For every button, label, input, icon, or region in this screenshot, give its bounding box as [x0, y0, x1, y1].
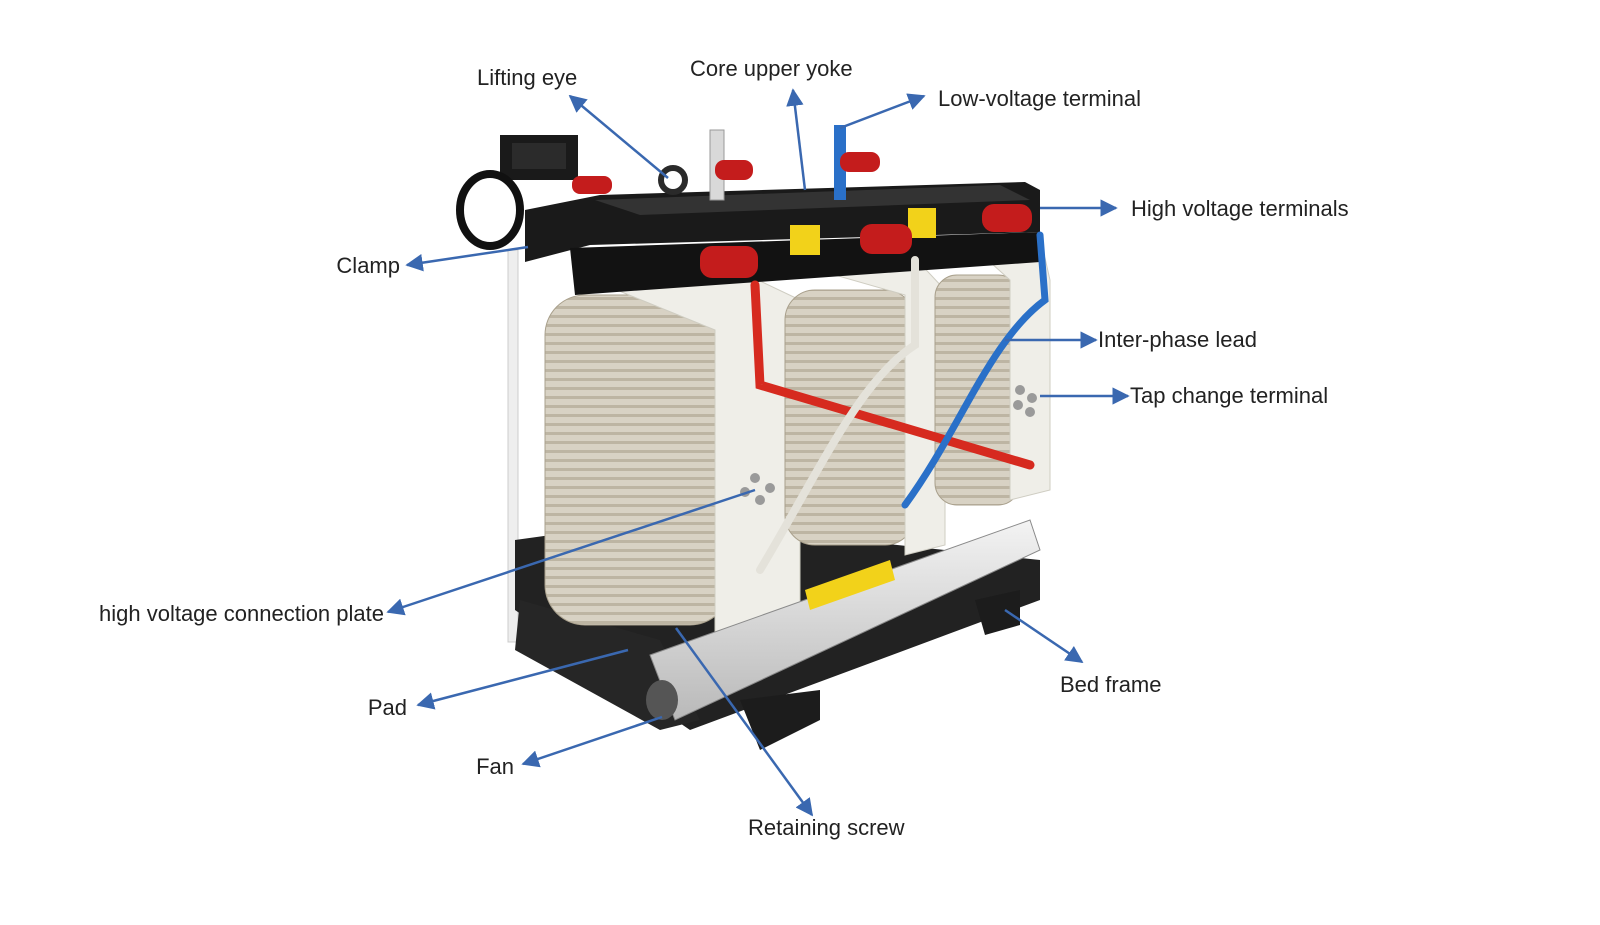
cooling-fan — [646, 519, 1041, 721]
label-fan: Fan — [476, 754, 514, 779]
high-voltage-insulators — [572, 152, 1032, 278]
tap-change-terminal — [740, 385, 1037, 505]
label-bed-frame: Bed frame — [1060, 672, 1162, 697]
core-upper-yoke — [595, 185, 1030, 215]
label-core-upper-yoke: Core upper yoke — [690, 56, 853, 81]
label-pad: Pad — [367, 695, 407, 720]
lifting-eye — [658, 165, 688, 195]
inter-phase-lead-blue — [901, 231, 1049, 509]
coil-phase-a — [544, 261, 801, 636]
arrow-retaining-screw — [674, 627, 814, 817]
bed-frame-rail-right — [975, 590, 1020, 635]
arrow-high-voltage-connection-plate — [386, 488, 756, 616]
arrow-low-voltage-terminal — [839, 93, 926, 130]
label-low-voltage-terminal: Low-voltage terminal — [938, 86, 1141, 111]
label-clamp: Clamp — [336, 253, 400, 278]
callout-arrows — [386, 88, 1130, 817]
label-tap-change-terminal: Tap change terminal — [1130, 383, 1329, 408]
inter-phase-lead-red — [750, 280, 1035, 470]
inter-phase-lead-white — [756, 256, 919, 574]
arrow-pad — [416, 648, 629, 710]
arrow-clamp — [405, 245, 529, 272]
arrow-core-upper-yoke — [786, 88, 807, 191]
arrow-bed-frame — [1004, 608, 1084, 664]
clamp-frame-front — [570, 232, 1040, 295]
warning-label — [908, 208, 936, 238]
label-lifting-eye: Lifting eye — [477, 65, 578, 90]
label-high-voltage-terminals: High voltage terminals — [1131, 196, 1349, 221]
label-retaining-screw: Retaining screw — [748, 815, 905, 840]
arrow-lifting-eye — [568, 94, 669, 179]
coil-phase-b — [784, 257, 946, 556]
arrow-fan — [521, 715, 663, 768]
warning-label — [790, 225, 820, 255]
label-high-voltage-connection-plate: high voltage connection plate — [99, 601, 384, 626]
bed-frame-rail — [740, 690, 820, 750]
cable-coil — [456, 170, 524, 250]
label-inter-phase-lead: Inter-phase lead — [1098, 327, 1257, 352]
